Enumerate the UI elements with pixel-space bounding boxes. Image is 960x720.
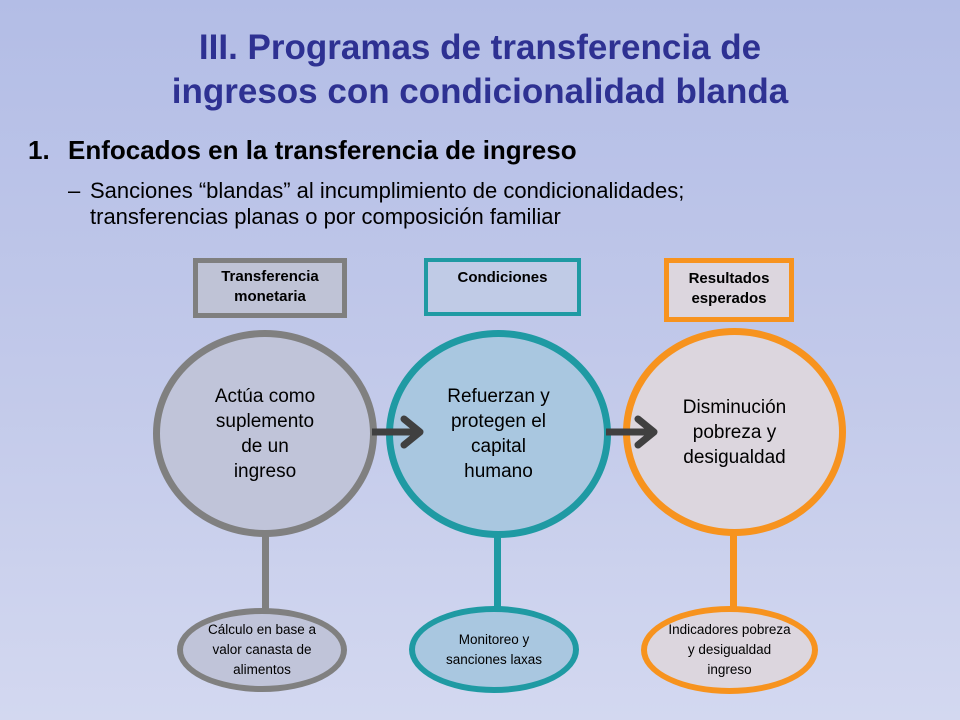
oval-line: Monitoreo y [458, 631, 530, 647]
oval-line: y desigualdad [687, 642, 772, 657]
arrow-head [634, 415, 658, 449]
header-line: monetaria [234, 288, 306, 305]
circle-capital-humano: Refuerzan y protegen el capital humano [386, 330, 611, 538]
connector-line [262, 536, 269, 614]
circle-line: desigualdad [683, 446, 786, 468]
oval-calculo-canasta: Cálculo en base a valor canasta de alime… [177, 608, 347, 692]
header-line: Transferencia [221, 268, 319, 285]
slide-title-line-2: ingresos con condicionalidad blanda [171, 72, 789, 111]
circle-line: ingreso [233, 460, 297, 482]
circle-line: Disminución [682, 396, 787, 418]
connector-line [730, 535, 737, 612]
header-line: Resultados [688, 270, 770, 287]
circle-line: de un [241, 435, 289, 457]
oval-indicadores-pobreza: Indicadores pobreza y desigualdad ingres… [641, 606, 818, 694]
circle-line: Actúa como [214, 385, 316, 407]
sub-point-line-2: transferencias planas o por composición … [90, 204, 561, 229]
oval-line: sanciones laxas [445, 651, 543, 667]
circle-line: protegen el [450, 411, 547, 432]
oval-line: ingreso [707, 662, 752, 677]
circle-suplemento-ingreso: Actúa como suplemento de un ingreso [153, 330, 377, 537]
oval-line: alimentos [233, 662, 291, 677]
header-condiciones: Condiciones [424, 258, 581, 316]
slide-title-line-1: III. Programas de transferencia de [198, 28, 762, 67]
arrow-head [400, 415, 424, 449]
circle-line: capital [471, 436, 526, 457]
arrow-right-icon [372, 415, 424, 449]
header-line: esperados [691, 290, 767, 307]
circle-line: Refuerzan y [447, 386, 550, 407]
oval-monitoreo-sanciones: Monitoreo y sanciones laxas [409, 606, 579, 693]
sub-point-line-1: Sanciones “blandas” al incumplimiento de… [90, 178, 685, 203]
slide-title: III. Programas de transferencia de ingre… [0, 26, 960, 114]
sub-point-dash: – [68, 178, 81, 203]
header-line: Condiciones [457, 269, 548, 286]
point-number: 1. [28, 135, 50, 165]
numbered-point: 1. Enfocados en la transferencia de ingre… [28, 135, 577, 166]
circle-line: suplemento [215, 410, 315, 432]
header-resultados-esperados: Resultados esperados [664, 258, 794, 322]
point-text: Enfocados en la transferencia de ingreso [68, 135, 577, 165]
circle-disminucion-pobreza: Disminución pobreza y desigualdad [623, 328, 846, 536]
sub-point: – Sanciones “blandas” al incumplimiento … [68, 178, 908, 230]
oval-line: valor canasta de [212, 642, 312, 657]
connector-line [494, 537, 501, 612]
oval-line: Indicadores pobreza [668, 622, 791, 637]
circle-line: pobreza y [692, 421, 777, 443]
circle-line: humano [464, 461, 533, 482]
header-transferencia-monetaria: Transferencia monetaria [193, 258, 347, 318]
oval-line: Cálculo en base a [207, 622, 317, 637]
arrow-right-icon [606, 415, 658, 449]
